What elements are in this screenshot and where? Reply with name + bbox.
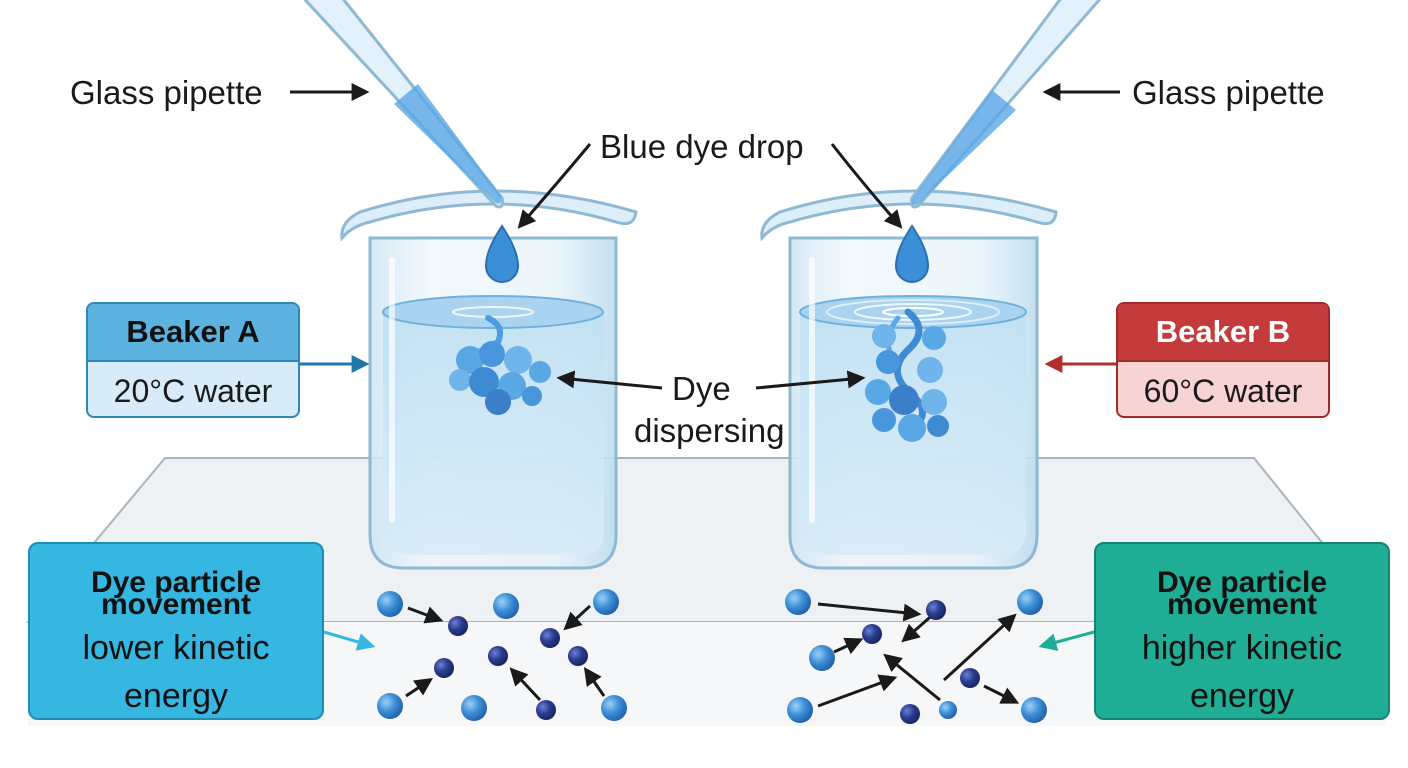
- beaker-b-temperature: 60°C water: [1143, 372, 1303, 409]
- movement-a-title-line2: movement: [100, 588, 252, 621]
- beaker-a-temperature: 20°C water: [113, 372, 273, 409]
- movement-b-title-line2: movement: [1166, 588, 1318, 621]
- movement-a-desc-line1: lower kinetic: [82, 629, 270, 667]
- movement-a-box: Dye particle movement lower kinetic ener…: [28, 542, 324, 720]
- arrow-dye-drop-left: [517, 143, 592, 229]
- particles-b: [785, 589, 1047, 724]
- particles-a: [377, 589, 627, 721]
- pipette-right-label: Glass pipette: [1132, 74, 1325, 111]
- dye-dispersing-label-line1: Dye: [672, 370, 731, 407]
- beaker-a-title: Beaker A: [88, 304, 298, 362]
- movement-a-desc-line2: energy: [124, 677, 228, 715]
- beaker-b-title: Beaker B: [1118, 304, 1328, 362]
- beaker-b-label-box: Beaker B 60°C water: [1116, 302, 1330, 418]
- pipette-left-label: Glass pipette: [70, 74, 263, 111]
- beaker-a-label-box: Beaker A 20°C water: [86, 302, 300, 418]
- arrow-movement-b: [1038, 630, 1095, 651]
- pipette-left: [303, 0, 504, 209]
- dye-cloud-b: [865, 308, 949, 442]
- movement-a-title-line1: Dye particle: [90, 566, 262, 599]
- movement-b-title-line1: Dye particle: [1156, 566, 1328, 599]
- arrow-dye-drop-right: [830, 143, 903, 229]
- arrow-movement-a: [323, 630, 376, 651]
- movement-b-box: Dye particle movement higher kinetic ene…: [1094, 542, 1390, 720]
- dye-cloud-a: [449, 315, 551, 415]
- arrow-dye-dispersing-left: [556, 370, 663, 390]
- dye-drop-b: [894, 224, 930, 283]
- dye-drop-a: [484, 224, 520, 283]
- pipette-right: [910, 0, 1102, 209]
- dye-dispersing-label-line2: dispersing: [634, 412, 785, 449]
- dye-drop-label: Blue dye drop: [600, 128, 804, 165]
- movement-b-desc-line2: energy: [1190, 677, 1294, 715]
- movement-b-desc-line1: higher kinetic: [1141, 629, 1343, 667]
- arrow-dye-dispersing-right: [755, 370, 866, 390]
